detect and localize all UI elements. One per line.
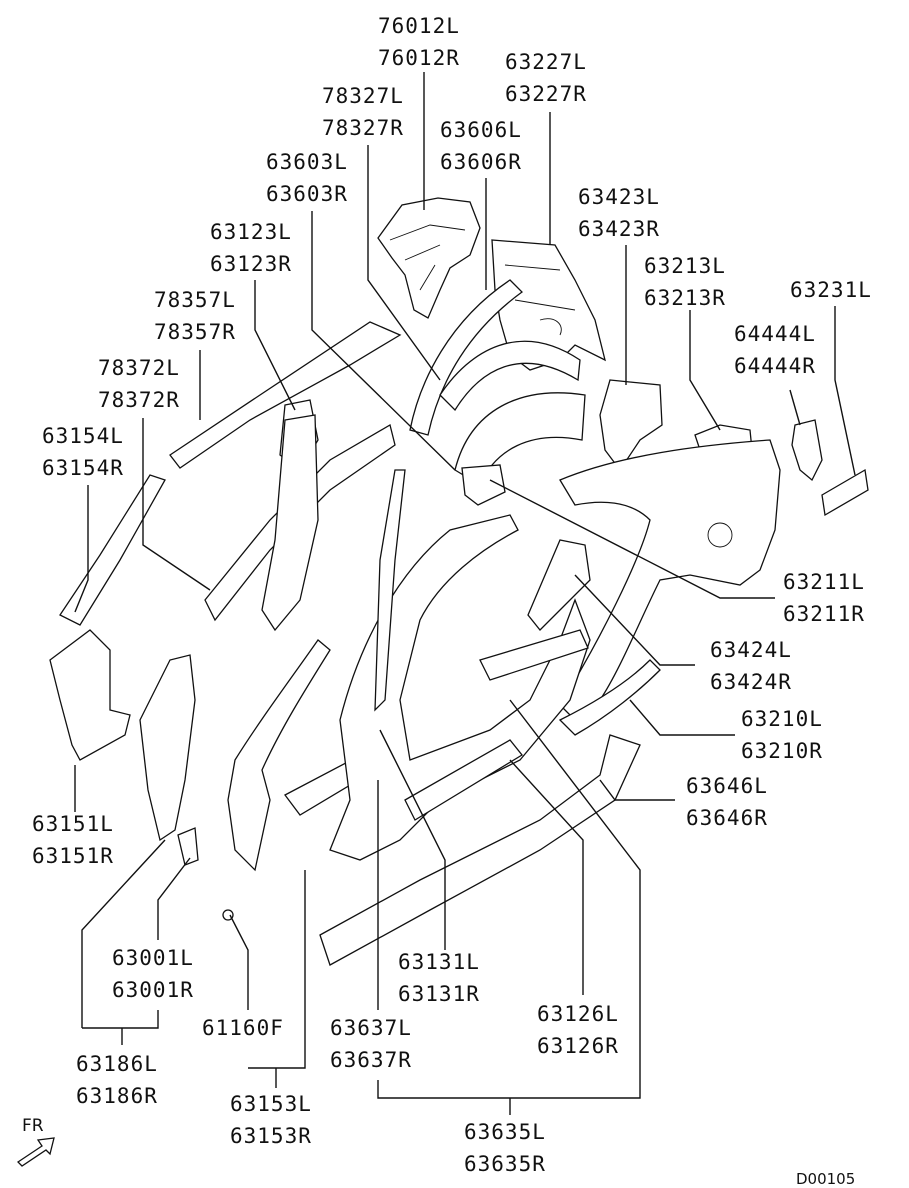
part-63606-arch[interactable] [409,279,581,436]
part-63231-trim[interactable] [821,468,869,517]
direction-label: FR [22,1116,44,1136]
part-63424-reinforcement[interactable] [527,539,591,631]
part-63603-wheelhouse[interactable] [454,392,586,486]
part-63211-bracket[interactable] [461,464,506,506]
leader-lines [74,72,856,1115]
part-63001-clip[interactable] [177,827,199,866]
part-63126-center-pillar[interactable] [374,469,406,712]
part-quarter-panel[interactable] [559,439,781,721]
part-63186-hinge-pillar[interactable] [139,654,196,842]
part-center-pillar-inner[interactable] [261,414,319,632]
label-61160[interactable]: 61160F [202,1016,284,1040]
part-63210-lower[interactable] [558,659,661,736]
part-76012-bracket[interactable] [377,197,481,319]
part-63154-pillar[interactable] [59,474,166,626]
part-63423-bracket[interactable] [599,379,663,472]
part-63153-pillar-outer[interactable] [227,639,331,872]
label-63231[interactable]: 63231L [790,278,872,302]
front-direction-arrow [16,1137,55,1167]
part-side-sill-inner[interactable] [404,629,589,821]
diagram-code: D00105 [796,1170,856,1188]
part-63151-pillar[interactable] [49,629,131,761]
part-64444-clip[interactable] [791,419,823,482]
part-63646-rocker[interactable] [319,734,641,966]
